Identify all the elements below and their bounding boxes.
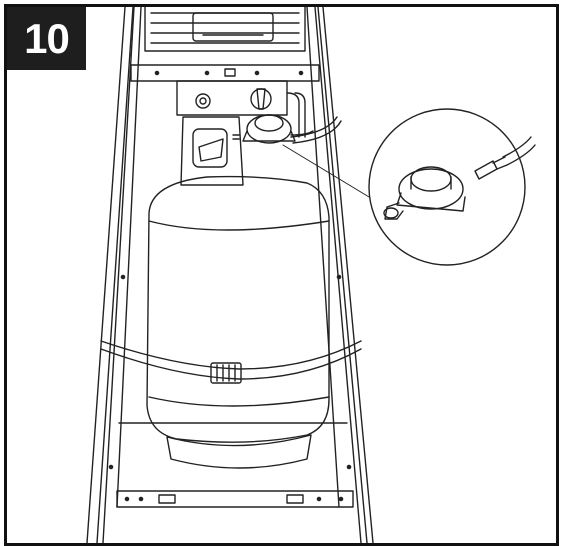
base-plate xyxy=(116,490,354,508)
cylinder-strap xyxy=(100,340,362,384)
upper-cross-plate xyxy=(130,64,320,82)
regulator-detail-callout xyxy=(368,108,536,266)
gas-hose xyxy=(290,116,342,144)
burner-basket xyxy=(144,7,306,52)
propane-cylinder xyxy=(146,175,330,469)
cylinder-collar xyxy=(180,116,244,186)
left-frame-leg xyxy=(86,7,142,543)
right-frame-leg xyxy=(306,7,374,543)
regulator xyxy=(232,114,314,144)
detail-regulator xyxy=(383,166,466,220)
detail-leader-line xyxy=(282,144,380,204)
step-number-badge: 10 xyxy=(7,7,86,70)
gas-control-valve xyxy=(176,80,306,138)
heater-cylinder-illustration xyxy=(86,7,536,543)
illustration-frame: 10 xyxy=(4,4,559,546)
detail-hose-fitting xyxy=(474,136,536,180)
